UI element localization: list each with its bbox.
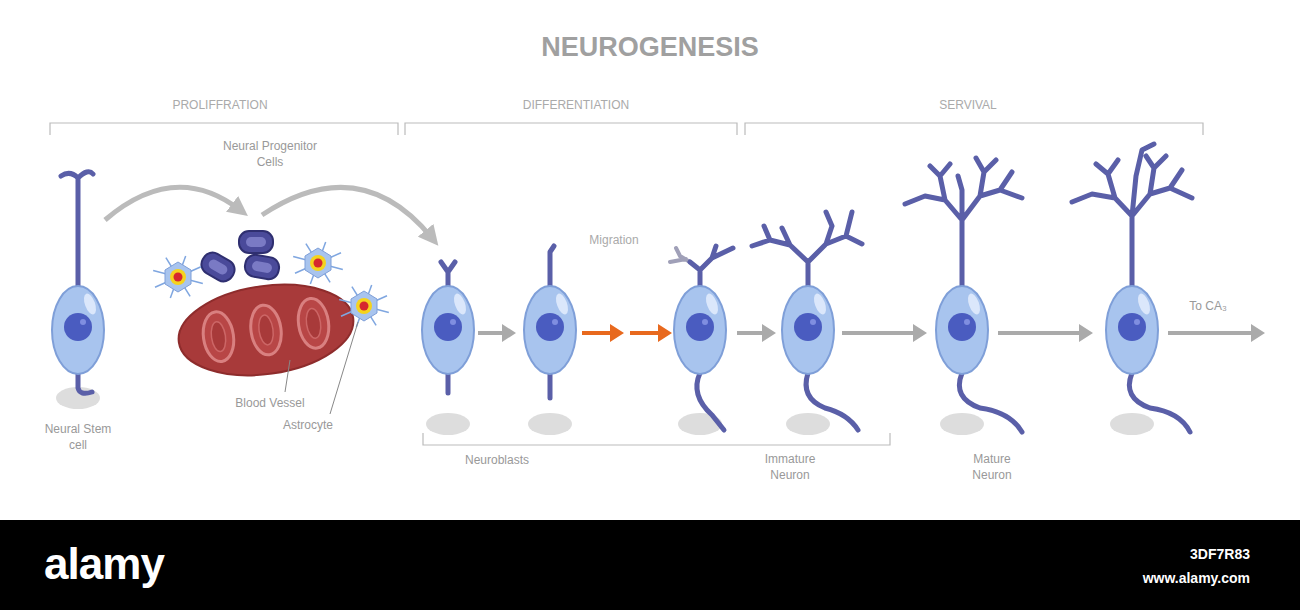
grey-arrow <box>1168 324 1265 342</box>
astrocyte <box>153 256 203 298</box>
target-label: To CA₃ <box>1173 299 1243 315</box>
grey-arrow <box>478 324 516 342</box>
neuron-cell <box>905 158 1022 435</box>
grey-arrow <box>998 324 1093 342</box>
nucleus <box>686 313 714 341</box>
cell-body <box>1106 286 1158 374</box>
axon <box>1129 373 1190 432</box>
dendrite <box>690 246 733 288</box>
neuron-cell <box>1072 144 1192 435</box>
orange-arrow <box>630 324 672 342</box>
neuron-cell <box>52 172 104 409</box>
red-blood-cell <box>295 296 332 350</box>
retracting-dendrite <box>670 248 690 262</box>
dendrite <box>1072 144 1192 288</box>
nucleus-shine <box>80 319 86 325</box>
axon <box>78 373 92 393</box>
nucleus-shine <box>810 319 816 325</box>
cell-shadow <box>426 413 470 435</box>
dendrite <box>61 172 93 288</box>
cell-shadow <box>1110 413 1154 435</box>
nucleus <box>64 313 92 341</box>
axon <box>697 373 724 430</box>
cell-label: Mature Neuron <box>957 452 1027 483</box>
cell-highlight <box>82 292 99 316</box>
cell-body <box>936 286 988 374</box>
cell-highlight <box>1136 292 1153 316</box>
part-label: Blood Vessel <box>220 396 320 412</box>
axon <box>446 373 451 393</box>
watermark-id: 3DF7R83 <box>1050 545 1250 563</box>
neuron-cell <box>524 246 576 435</box>
blood-vessel <box>173 274 360 386</box>
cell-body <box>422 286 474 374</box>
progenitor-cell <box>239 231 273 253</box>
nucleus <box>434 313 462 341</box>
cells <box>52 144 1265 435</box>
cell-body <box>674 286 726 374</box>
nucleus-shine <box>702 319 708 325</box>
stage-brackets <box>50 123 1203 445</box>
cell-body <box>782 286 834 374</box>
cell-highlight <box>452 292 469 316</box>
grey-arrow <box>737 324 776 342</box>
progenitor-cell <box>198 249 238 285</box>
cell-label: Neuroblasts <box>447 453 547 469</box>
neuron-cell <box>422 262 474 435</box>
neuron-cell <box>752 212 862 435</box>
leader-line <box>285 360 290 392</box>
cell-label: Neural Progenitor Cells <box>215 139 325 170</box>
watermark: alamy <box>4 535 204 592</box>
orange-arrow <box>582 324 624 342</box>
part-label: Astrocyte <box>263 418 353 434</box>
dendrite <box>905 158 1022 288</box>
nucleus-shine <box>1134 319 1140 325</box>
process-label: Migration <box>569 233 659 249</box>
cell-body <box>524 286 576 374</box>
grey-arrow <box>842 324 927 342</box>
dendrite <box>441 262 455 288</box>
curved-arrow <box>105 187 240 220</box>
neuron-cell <box>670 246 733 435</box>
curved-arrow <box>262 187 432 238</box>
nucleus <box>536 313 564 341</box>
nucleus-shine <box>450 319 456 325</box>
watermark-url: www.alamy.com <box>1050 569 1250 587</box>
nucleus <box>1118 313 1146 341</box>
cell-shadow <box>786 413 830 435</box>
nucleus <box>948 313 976 341</box>
cell-label: Neural Stem cell <box>38 422 118 453</box>
title: NEUROGENESIS <box>450 30 850 65</box>
stage-label: SERVIVAL <box>868 98 1068 114</box>
stage-label: DIFFERENTIATION <box>476 98 676 114</box>
nucleus-shine <box>552 319 558 325</box>
cell-highlight <box>554 292 571 316</box>
leader-line <box>330 322 358 414</box>
cell-shadow <box>528 413 572 435</box>
axon <box>959 373 1022 432</box>
axon <box>806 373 858 430</box>
nucleus-shine <box>964 319 970 325</box>
dendrite <box>550 246 554 288</box>
astrocyte <box>293 242 343 284</box>
axon <box>548 373 553 398</box>
red-blood-cell <box>200 310 237 364</box>
cell-highlight <box>812 292 829 316</box>
cell-highlight <box>704 292 721 316</box>
cell-highlight <box>966 292 983 316</box>
cell-shadow <box>940 413 984 435</box>
cell-body <box>52 286 104 374</box>
progenitor-cell <box>243 253 280 281</box>
watermark-bar <box>0 520 1300 610</box>
stage-label: PROLIFFRATION <box>120 98 320 114</box>
dendrite <box>752 212 862 288</box>
cell-label: Immature Neuron <box>750 452 830 483</box>
nucleus <box>794 313 822 341</box>
astrocyte <box>339 285 389 327</box>
red-blood-cell <box>248 303 285 357</box>
